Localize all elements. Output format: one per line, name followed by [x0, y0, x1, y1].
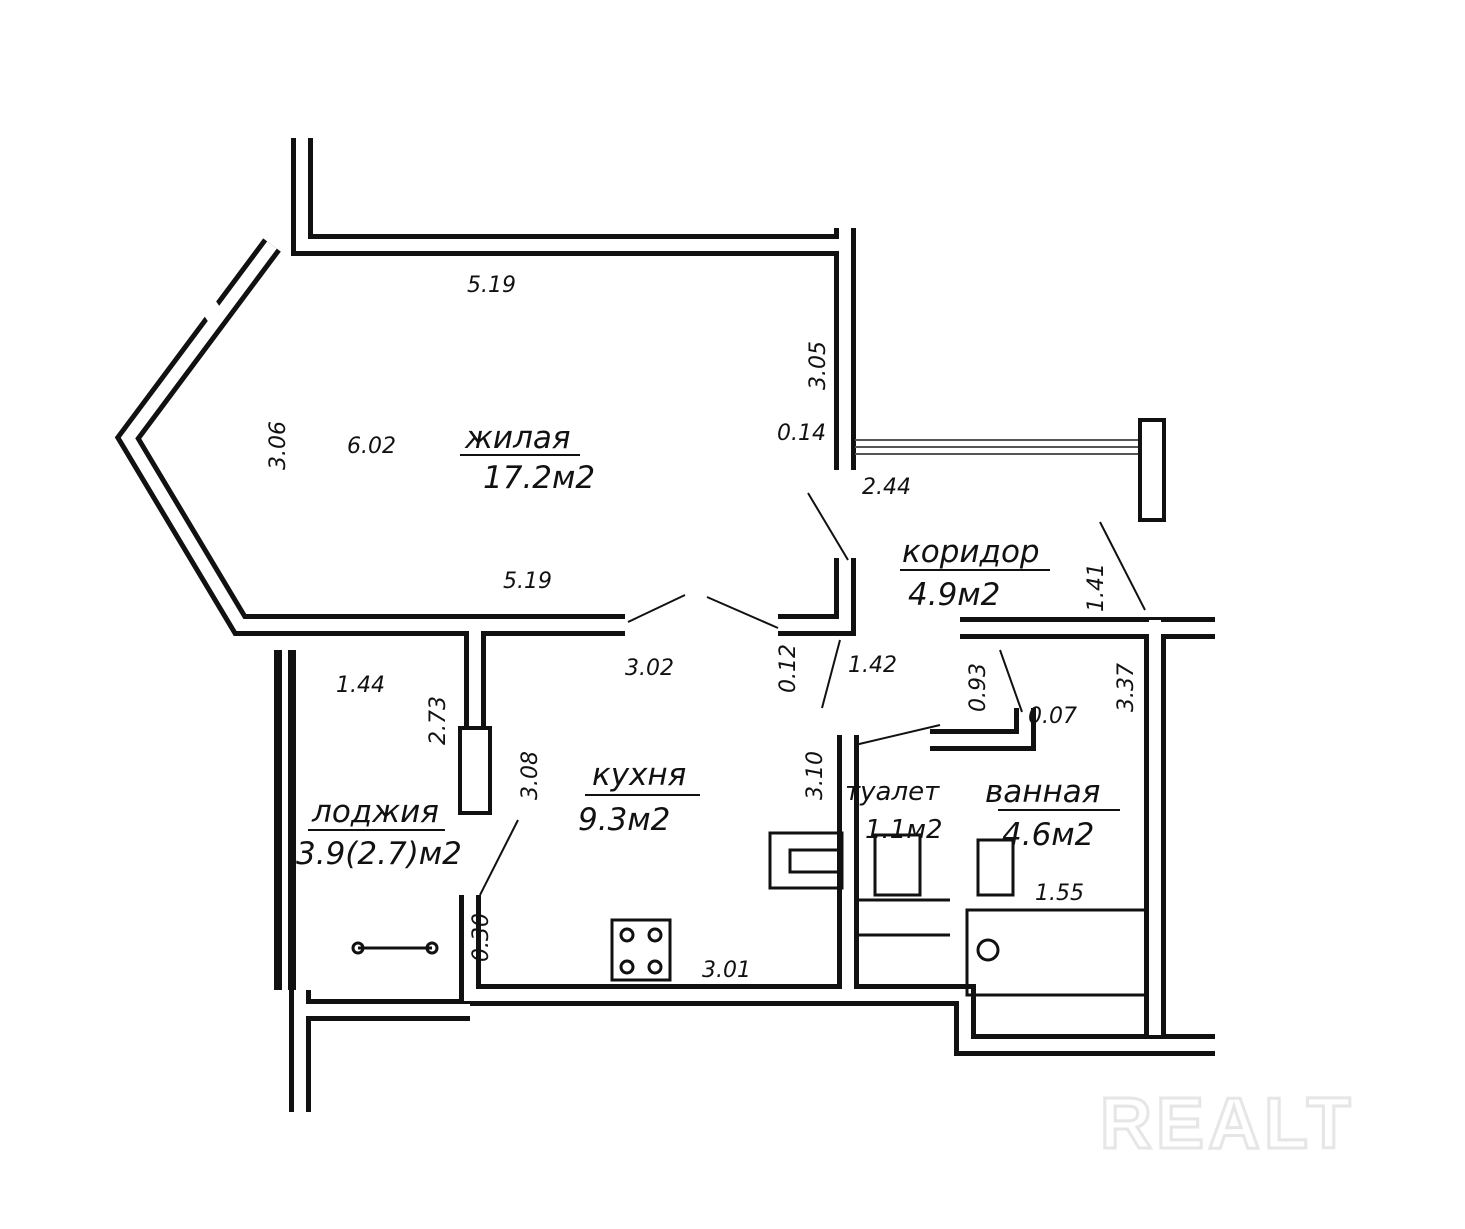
dimension-labels: 5.19 3.05 3.06 6.02 0.14 2.44 5.19 1.41 …	[266, 273, 1139, 983]
dimension: 0.07	[1028, 704, 1077, 729]
dimension: 3.08	[518, 751, 543, 800]
dimension: 6.02	[347, 434, 396, 459]
dimension: 3.02	[625, 656, 674, 681]
dimension: 3.06	[266, 421, 291, 470]
toilet-icon	[873, 833, 922, 897]
dimension: 1.41	[1084, 563, 1109, 612]
dimension: 5.19	[467, 273, 516, 298]
room-name: коридор	[902, 534, 1040, 570]
room-name: кухня	[592, 757, 686, 793]
room-area: 3.9(2.7)м2	[296, 836, 462, 872]
fixtures	[351, 492, 1149, 997]
dimension: 0.14	[777, 421, 826, 446]
room-name: ванная	[985, 774, 1100, 810]
room-labels: жилая 17.2м2 коридор 4.9м2 кухня 9.3м2 л…	[296, 420, 1120, 872]
dimension: 2.44	[862, 475, 911, 500]
dimension: 0.12	[776, 644, 801, 693]
washbasin-icon	[976, 838, 1015, 897]
room-area: 9.3м2	[578, 802, 670, 838]
room-name: лоджия	[311, 794, 439, 830]
room-area: 1.1м2	[865, 815, 943, 845]
realt-watermark: REALT	[1100, 1084, 1355, 1164]
dimension: 0.93	[966, 663, 991, 712]
room-area: 17.2м2	[483, 460, 595, 496]
dimension: 3.01	[702, 958, 751, 983]
dimension: 0.30	[469, 913, 494, 962]
dimension: 1.55	[1035, 881, 1084, 906]
walls	[114, 138, 1215, 1112]
dimension: 3.05	[806, 341, 831, 390]
dimension: 2.73	[426, 696, 451, 745]
bathtub-icon	[965, 908, 1149, 997]
room-name: жилая	[464, 420, 571, 456]
dimension: 3.10	[803, 751, 828, 800]
dimension: 1.42	[848, 653, 897, 678]
sink-icon	[768, 831, 844, 890]
room-name: туалет	[845, 777, 940, 807]
dimension: 1.44	[336, 673, 385, 698]
room-area: 4.6м2	[1002, 817, 1094, 853]
stove-icon	[610, 918, 672, 982]
room-area: 4.9м2	[908, 577, 1000, 613]
dimension: 3.37	[1114, 663, 1139, 712]
dimension: 5.19	[503, 569, 552, 594]
